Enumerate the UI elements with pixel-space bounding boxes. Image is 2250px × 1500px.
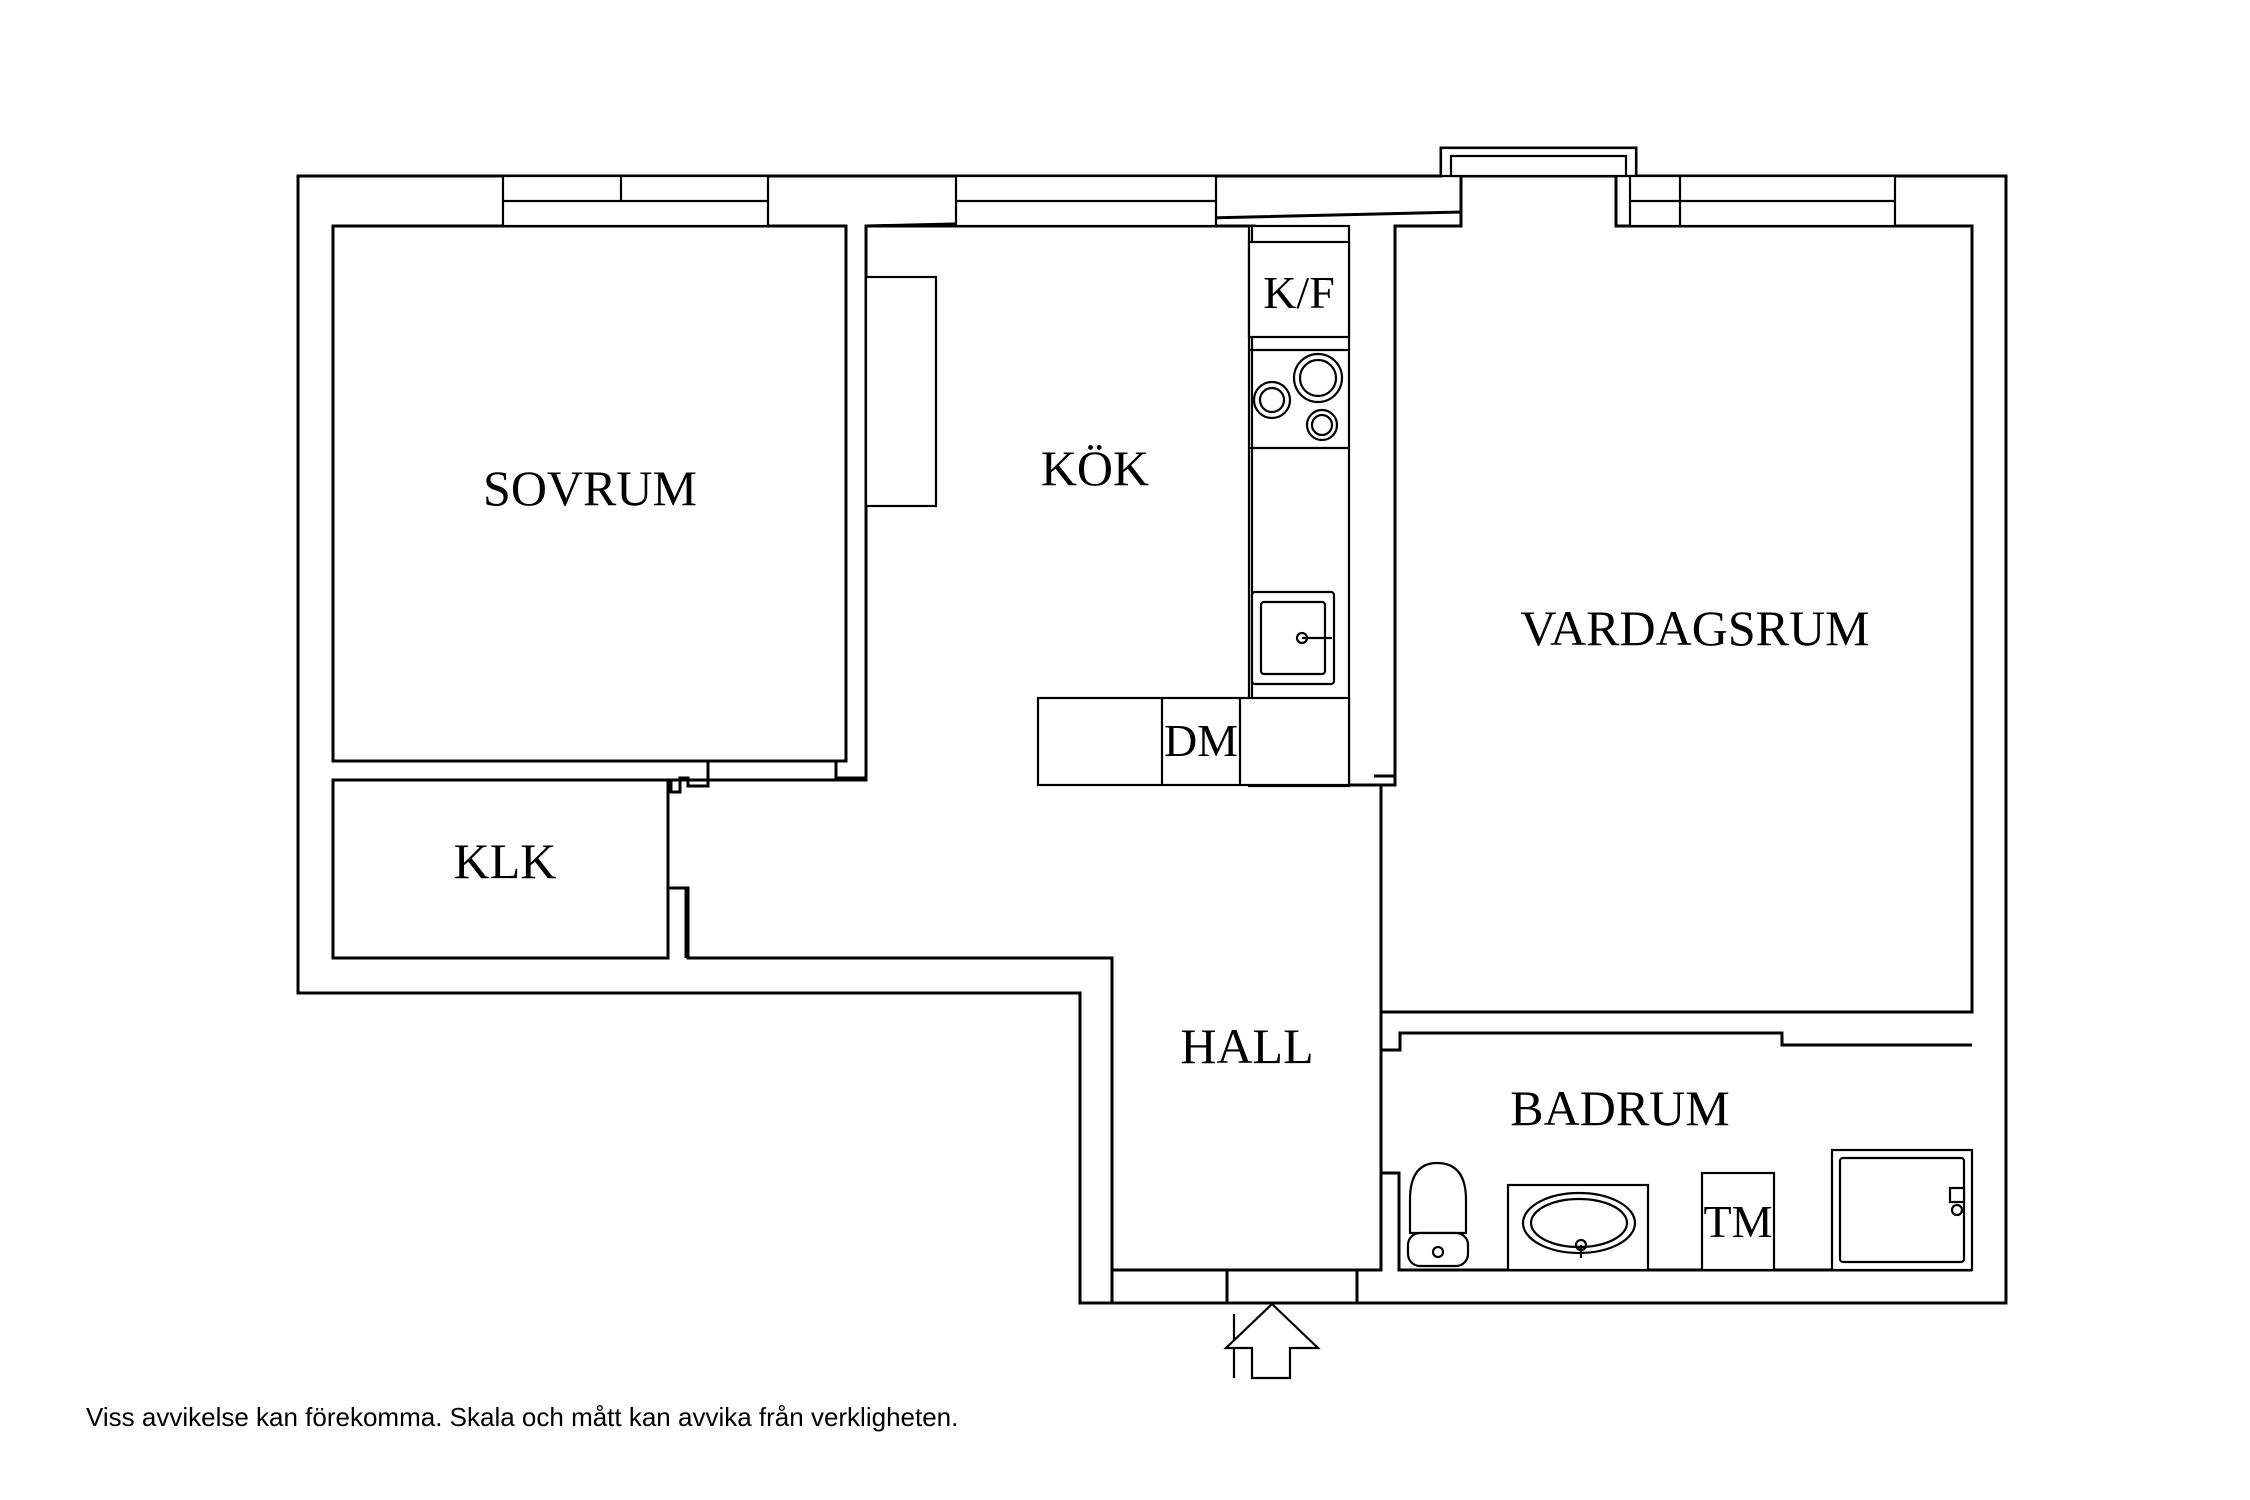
balcony-door-inner <box>1449 154 1628 178</box>
fixture-label-washer: TM <box>1704 1196 1773 1247</box>
fixture-label-fridge: K/F <box>1263 267 1335 318</box>
washbasin-icon <box>1506 1183 1650 1272</box>
washing-machine <box>1700 1171 1776 1272</box>
living-north-jamb <box>1614 176 1630 228</box>
windows <box>501 146 1897 228</box>
toilet-icon <box>1406 1161 1470 1268</box>
klk-door-jamb <box>668 886 688 958</box>
room-label-badrum: BADRUM <box>1510 1080 1729 1136</box>
sovrum-wardrobe <box>864 275 938 508</box>
entrance-arrow-icon-shape <box>1223 1302 1321 1380</box>
interior-walls <box>333 176 1972 1303</box>
stove-icon <box>1252 352 1344 442</box>
room-label-hall: HALL <box>1180 1018 1313 1074</box>
shower-icon <box>1830 1148 1974 1272</box>
fixture-labels: K/F DM TM <box>1164 267 1773 1247</box>
hall-inner-west <box>1110 958 1229 1303</box>
badrum-inner-north <box>1379 1005 1972 1052</box>
room-label-kok: KÖK <box>1041 440 1149 496</box>
room-label-sovrum: SOVRUM <box>483 460 697 516</box>
sovrum-east-wall <box>834 226 868 780</box>
kitchen-sink-icon <box>1250 590 1336 686</box>
vardagsrum-floor <box>1379 174 1974 1014</box>
room-labels: SOVRUM KÖK VARDAGSRUM KLK HALL BADRUM <box>454 440 1870 1136</box>
fixture-label-dishwasher: DM <box>1164 715 1238 766</box>
room-label-klk: KLK <box>454 833 557 889</box>
bathroom-fixtures <box>1406 1148 1974 1272</box>
kok-east-wall-inner <box>1395 176 1463 228</box>
disclaimer-text: Viss avvikelse kan förekomma. Skala och … <box>86 1402 959 1432</box>
sovrum-floor <box>331 224 848 763</box>
kitchen-fixtures <box>864 224 1351 788</box>
room-label-vardagsrum: VARDAGSRUM <box>1520 600 1869 656</box>
kitchen-lower-counter <box>1036 696 1351 787</box>
kok-east-wall <box>1374 226 1397 778</box>
sovrum-south-wall <box>333 759 710 794</box>
badrum-west-wall <box>1381 1171 1972 1272</box>
fridge-freezer <box>1247 240 1351 339</box>
